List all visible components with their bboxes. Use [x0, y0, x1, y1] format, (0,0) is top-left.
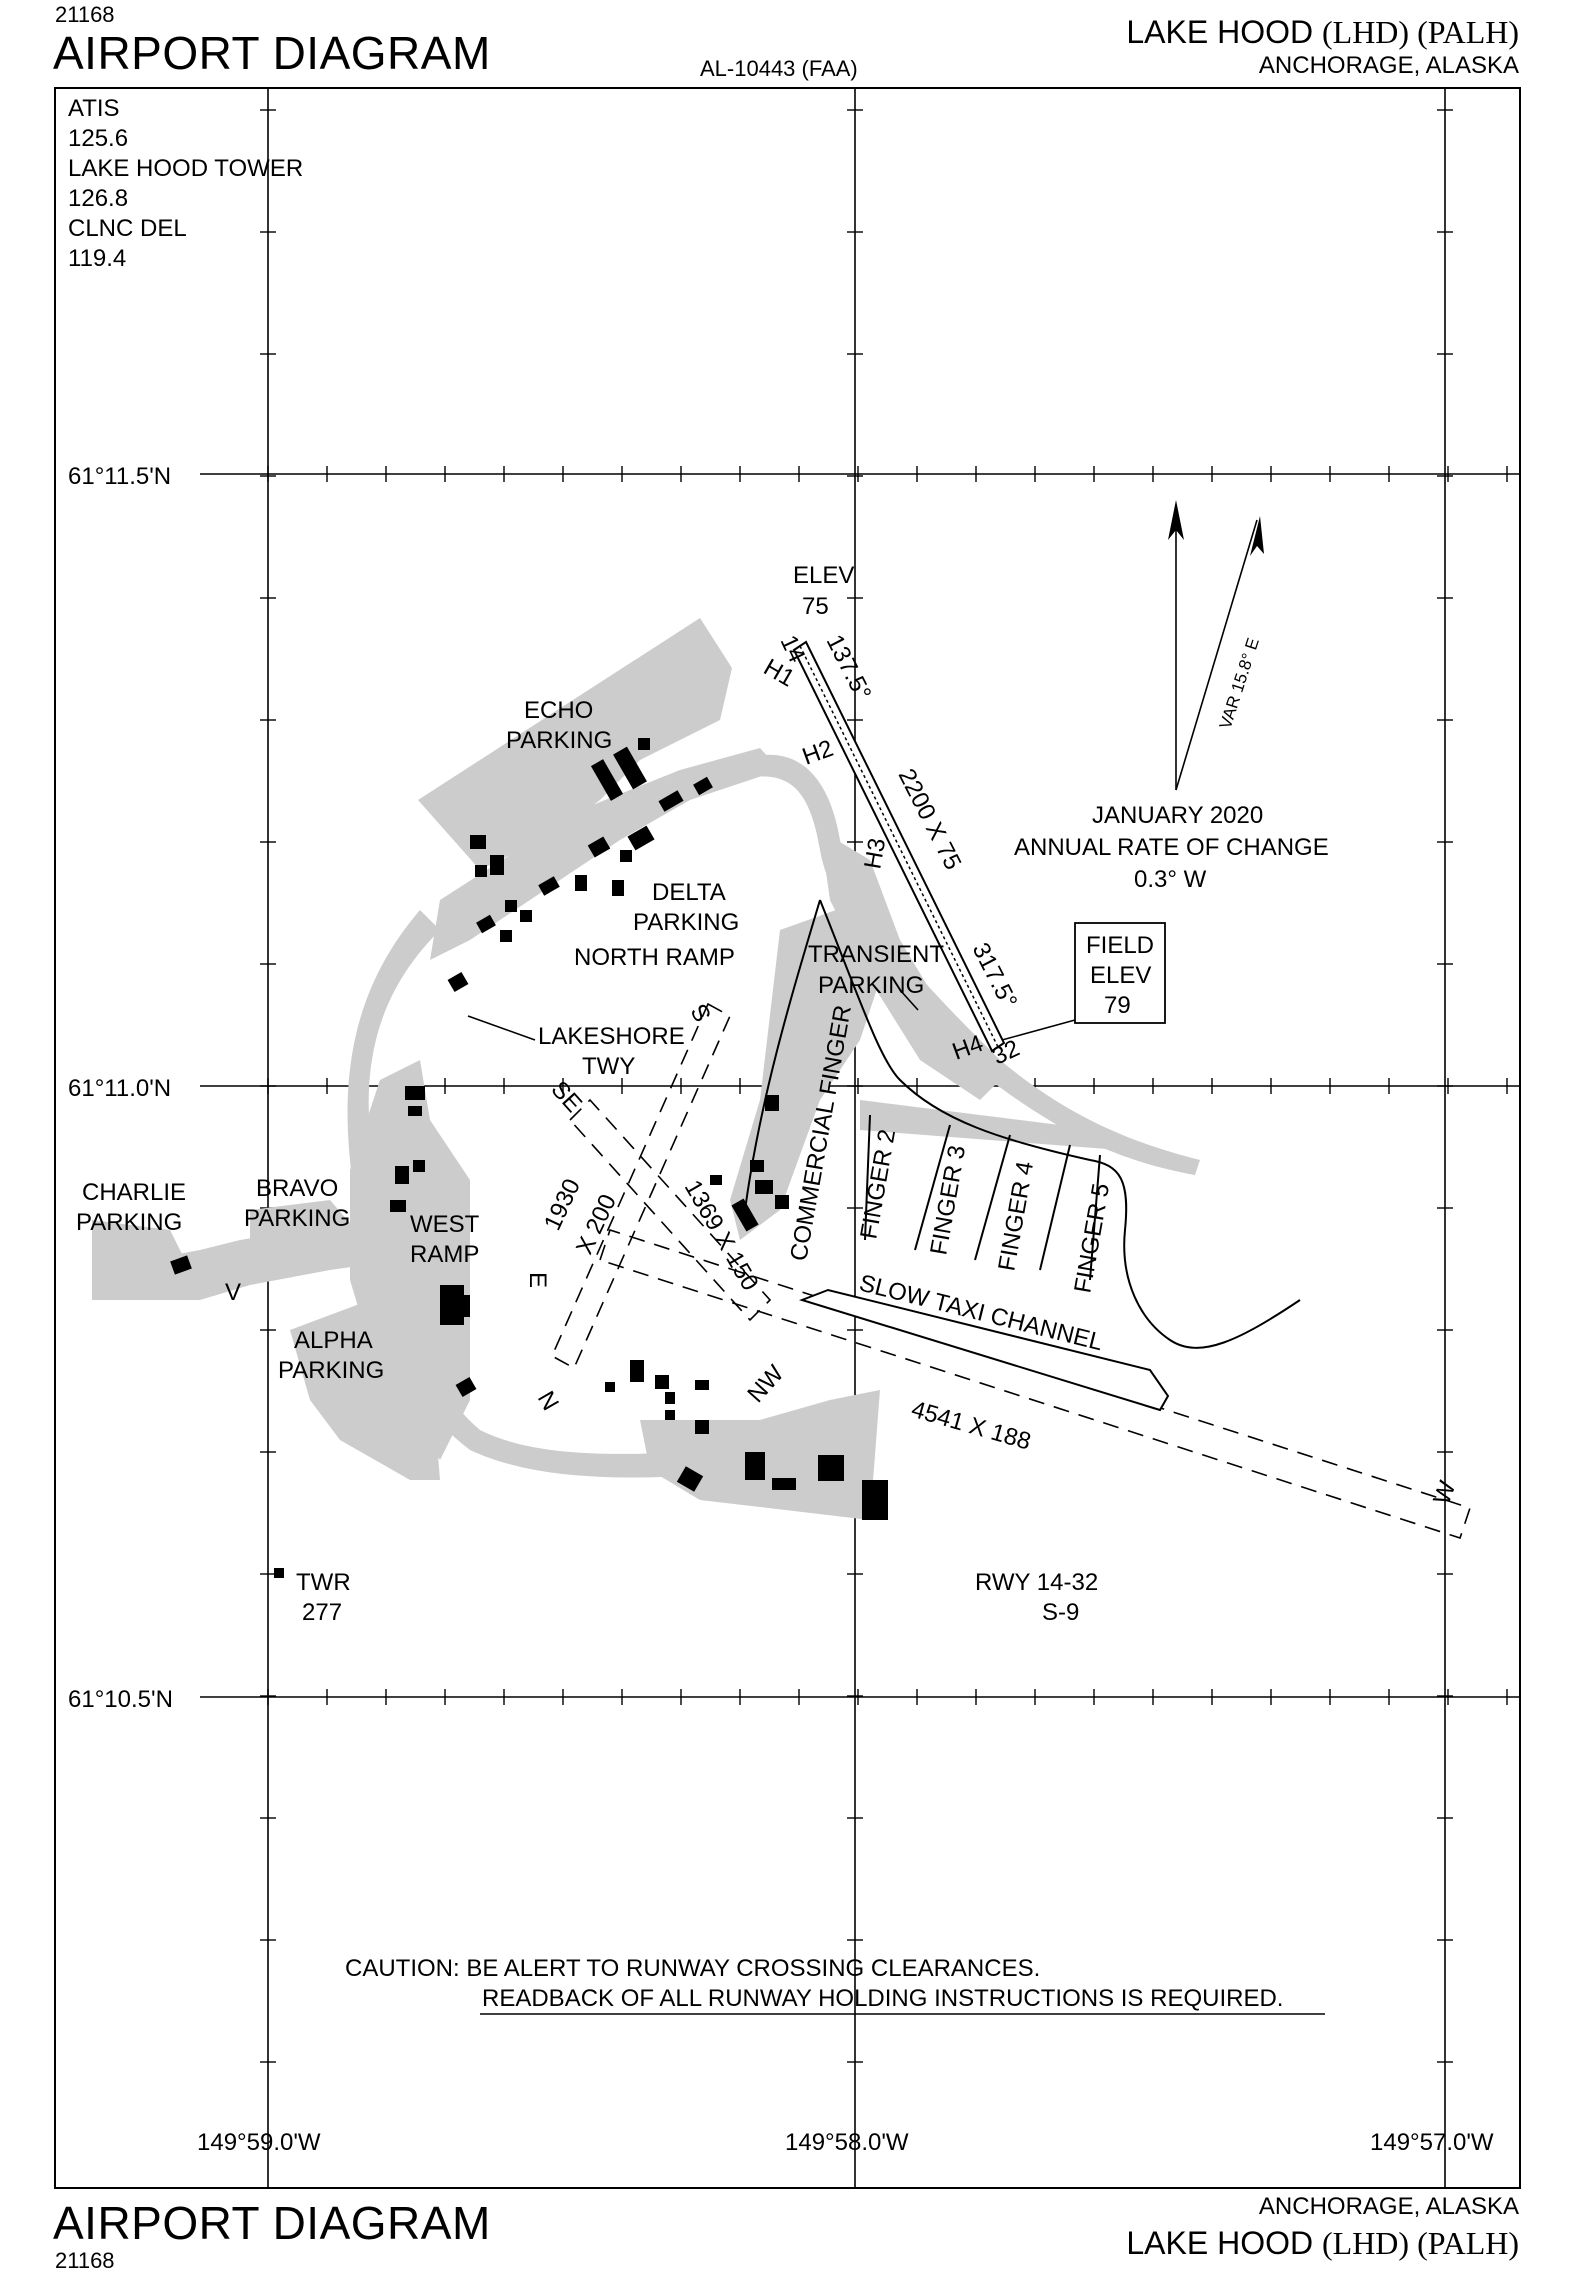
airport-name: LAKE HOOD: [1126, 14, 1314, 50]
taxiway-h2: H2: [799, 735, 837, 771]
freq-tower-value: 126.8: [68, 185, 128, 212]
water-lane-se-nw: [568, 1098, 772, 1322]
tower-value: 277: [302, 1599, 342, 1626]
transient-parking-line1: TRANSIENT: [808, 941, 944, 968]
commercial-finger-area: [730, 905, 880, 1240]
bravo-parking-area: [250, 1200, 360, 1255]
freq-clnc-label: CLNC DEL: [68, 215, 187, 242]
delta-parking-line1: DELTA: [652, 879, 726, 906]
airport-city: ANCHORAGE, ALASKA: [1258, 52, 1519, 79]
lakeshore-label: LAKESHORE: [538, 1023, 685, 1050]
alpha-parking-area: [290, 1300, 440, 1480]
lakeshore-twy-label: TWY: [582, 1053, 635, 1080]
north-ramp-label: NORTH RAMP: [574, 944, 735, 971]
caution-line1: CAUTION: BE ALERT TO RUNWAY CROSSING CLE…: [345, 1955, 1040, 1982]
fingers-base: [860, 1100, 1120, 1150]
finger-5-label: FINGER 5: [1069, 1181, 1115, 1295]
water-lanes: [550, 1002, 1472, 1540]
true-north-arrowhead: [1168, 500, 1184, 540]
runway-14-32: [792, 640, 1076, 1053]
runway-strength: S-9: [1042, 1599, 1079, 1626]
variation-var: VAR 15.8° E: [1216, 636, 1263, 732]
north-ramp-area: [430, 748, 780, 960]
bravo-parking-line2: PARKING: [244, 1205, 350, 1232]
field-elev-value: 79: [1104, 992, 1131, 1019]
pavement-areas: [92, 618, 1200, 1520]
echo-parking-line1: ECHO: [524, 697, 593, 724]
freq-tower-label: LAKE HOOD TOWER: [68, 155, 303, 182]
magnetic-north-arrowhead: [1250, 516, 1264, 556]
charlie-parking-line1: CHARLIE: [82, 1179, 186, 1206]
label-leaders: [467, 989, 919, 1041]
doc-number: AL-10443 (FAA): [700, 56, 858, 81]
charlie-parking-line2: PARKING: [76, 1209, 182, 1236]
water-lane-s: S: [686, 999, 717, 1026]
field-elev-line1: FIELD: [1086, 932, 1154, 959]
west-ramp-line2: RAMP: [410, 1241, 479, 1268]
field-elev-line2: ELEV: [1090, 962, 1151, 989]
alpha-parking-line2: PARKING: [278, 1357, 384, 1384]
alpha-parking-line1: ALPHA: [294, 1327, 373, 1354]
finger-lines: [864, 1114, 1101, 1281]
runway-designation: RWY 14-32: [975, 1569, 1098, 1596]
lat-label-3: 61°10.5'N: [68, 1686, 173, 1713]
finger-2-label: FINGER 2: [855, 1127, 901, 1241]
water-lane-se: SE: [546, 1076, 587, 1118]
footer-chart-number: 21168: [55, 2248, 115, 2273]
buildings: [170, 738, 888, 1578]
lat-label-1: 61°11.5'N: [68, 463, 171, 490]
elev-label: ELEV: [793, 562, 854, 589]
freq-atis-value: 125.6: [68, 125, 128, 152]
airport-heading: LAKE HOOD (LHD) (PALH): [1126, 14, 1519, 51]
airport-ids: (LHD) (PALH): [1321, 14, 1519, 50]
taxiway-h3: H3: [859, 836, 891, 871]
lon-label-3: 149°57.0'W: [1370, 2129, 1494, 2156]
water-lane-dims-1930: 1930: [539, 1175, 586, 1235]
freq-clnc-value: 119.4: [68, 245, 126, 272]
transient-parking-line2: PARKING: [818, 972, 924, 999]
delta-parking-line2: PARKING: [633, 909, 739, 936]
footer-title: AIRPORT DIAGRAM: [53, 2197, 491, 2249]
elev-value: 75: [802, 593, 829, 620]
variation-rate-label: ANNUAL RATE OF CHANGE: [1014, 834, 1329, 861]
transient-parking-area: [820, 830, 1000, 1100]
bravo-parking-line1: BRAVO: [256, 1175, 338, 1202]
lat-label-2: 61°11.0'N: [68, 1075, 171, 1102]
footer-city: ANCHORAGE, ALASKA: [1258, 2193, 1519, 2220]
echo-parking-area: [418, 618, 732, 870]
echo-parking-line2: PARKING: [506, 727, 612, 754]
north-arrows: [1168, 500, 1264, 791]
footer-airport-name: LAKE HOOD: [1126, 2225, 1314, 2261]
footer-airport-ids: (LHD) (PALH): [1321, 2225, 1519, 2261]
water-lane-nw: NW: [742, 1360, 789, 1408]
variation-rate: 0.3° W: [1134, 866, 1207, 893]
finger-3-label: FINGER 3: [925, 1143, 971, 1257]
magnetic-north-line: [1175, 519, 1258, 791]
lon-label-2: 149°58.0'W: [785, 2129, 909, 2156]
slow-taxi-channel: [798, 1288, 1170, 1412]
freq-atis-label: ATIS: [68, 95, 120, 122]
water-lane-e: E: [524, 1272, 551, 1288]
chart-number: 21168: [55, 2, 115, 27]
water-lane-dims-4541: 4541 X 188: [908, 1396, 1033, 1456]
chart-title: AIRPORT DIAGRAM: [53, 27, 491, 79]
field-elev-leader: [1001, 1019, 1076, 1041]
caution-line2: READBACK OF ALL RUNWAY HOLDING INSTRUCTI…: [482, 1985, 1283, 2012]
west-ramp-line1: WEST: [410, 1211, 480, 1238]
finger-4-label: FINGER 4: [993, 1159, 1039, 1273]
lon-label-1: 149°59.0'W: [197, 2129, 321, 2156]
water-lane-n: N: [533, 1386, 565, 1415]
lakeshore-taxiway: [347, 910, 861, 1478]
footer-airport-heading: LAKE HOOD (LHD) (PALH): [1126, 2225, 1519, 2262]
tower-label: TWR: [296, 1569, 351, 1596]
tower-symbol: [274, 1568, 284, 1578]
variation-date: JANUARY 2020: [1092, 802, 1263, 829]
water-lane-v: V: [225, 1279, 241, 1306]
chart-frame: [54, 87, 1521, 2189]
field-elev-box: [1074, 922, 1166, 1024]
charlie-parking-area: [92, 1220, 190, 1290]
